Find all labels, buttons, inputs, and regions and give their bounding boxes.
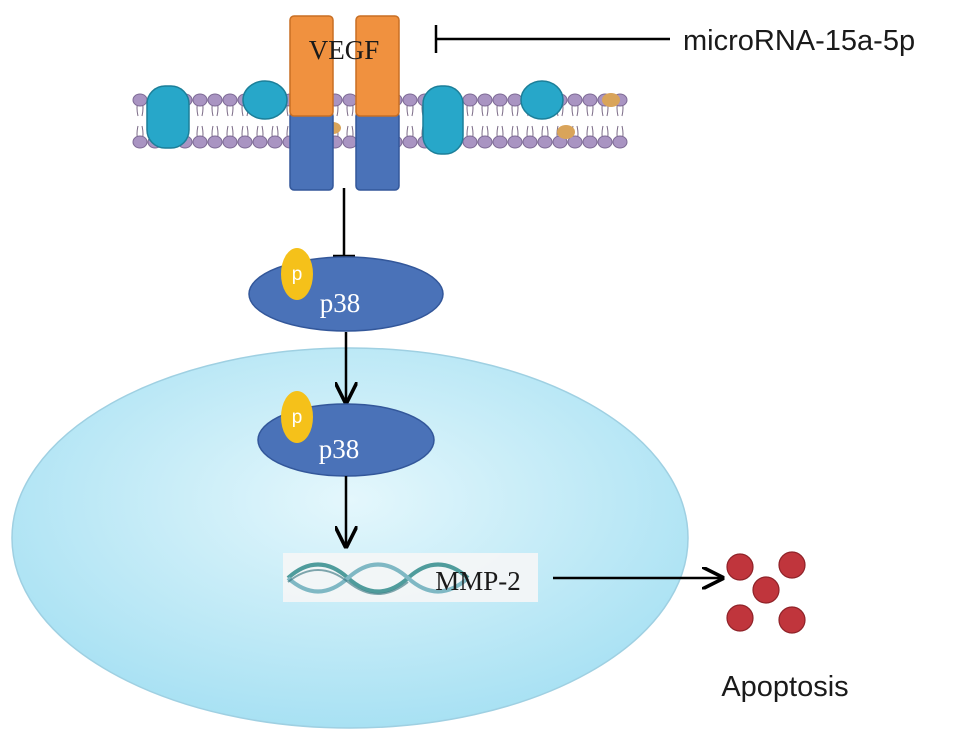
dna-helix — [286, 562, 470, 594]
lipid-head — [477, 135, 493, 149]
lipid-head — [267, 135, 283, 149]
phospho-label: p — [292, 264, 303, 285]
lipid-head — [237, 135, 253, 149]
membrane-protein — [557, 125, 575, 139]
apoptotic-body — [726, 604, 754, 632]
lipid-head — [492, 135, 508, 149]
lipid-head — [537, 135, 553, 149]
apoptotic-body — [778, 551, 806, 579]
membrane-proteins — [146, 80, 620, 155]
membrane-protein — [602, 93, 620, 107]
lipid-head — [192, 135, 208, 149]
lipid-head — [612, 135, 628, 149]
membrane-protein — [520, 80, 564, 120]
p38-nucleus: p p38 — [257, 391, 435, 477]
lipid-head — [582, 93, 598, 107]
lipid-head — [132, 93, 148, 107]
lipid-head — [252, 135, 268, 149]
apoptosis-bodies — [726, 551, 806, 634]
lipid-head — [507, 93, 523, 107]
lipid-head — [462, 135, 478, 149]
dna-helix — [287, 569, 409, 595]
membrane-protein — [242, 80, 288, 120]
gene-label: MMP-2 — [435, 566, 521, 596]
mirna-inhibition: microRNA-15a-5p — [434, 25, 915, 57]
p38-cytoplasm: p p38 — [248, 248, 444, 332]
lipid-head — [522, 135, 538, 149]
membrane-protein — [422, 85, 464, 155]
lipid-head — [597, 135, 613, 149]
receptor-extracellular-left — [289, 15, 334, 117]
receptor-extracellular-right — [355, 15, 400, 117]
lipid-head — [477, 93, 493, 107]
lipid-head — [222, 135, 238, 149]
apoptotic-body — [778, 606, 806, 634]
p38-label: p38 — [319, 434, 360, 464]
vegf-receptor: VEGF — [289, 15, 400, 191]
lipid-head — [132, 135, 148, 149]
lipid-head — [507, 135, 523, 149]
lipid-head — [567, 93, 583, 107]
receptor-label: VEGF — [309, 35, 380, 65]
receptor-intracellular-left — [289, 111, 334, 191]
p38-label: p38 — [320, 288, 361, 318]
lipid-head — [207, 93, 223, 107]
phospho-group — [281, 248, 313, 300]
lipid-head — [222, 93, 238, 107]
apoptotic-body — [726, 553, 754, 581]
dna-helix — [286, 562, 470, 594]
apoptotic-body — [752, 576, 780, 604]
mirna-label: microRNA-15a-5p — [683, 25, 915, 57]
lipid-head — [342, 135, 358, 149]
membrane-protein — [146, 85, 190, 149]
lipid-head — [402, 93, 418, 107]
lipid-head — [567, 135, 583, 149]
phospho-label: p — [292, 407, 303, 428]
mmp2-gene: MMP-2 — [283, 553, 538, 602]
lipid-head — [462, 93, 478, 107]
phospho-group — [281, 391, 313, 443]
lipid-head — [492, 93, 508, 107]
lipid-head — [342, 93, 358, 107]
lipid-head — [192, 93, 208, 107]
lipid-head — [207, 135, 223, 149]
lipid-head — [582, 135, 598, 149]
receptor-intracellular-right — [355, 111, 400, 191]
apoptosis-label: Apoptosis — [721, 671, 848, 703]
lipid-head — [402, 135, 418, 149]
